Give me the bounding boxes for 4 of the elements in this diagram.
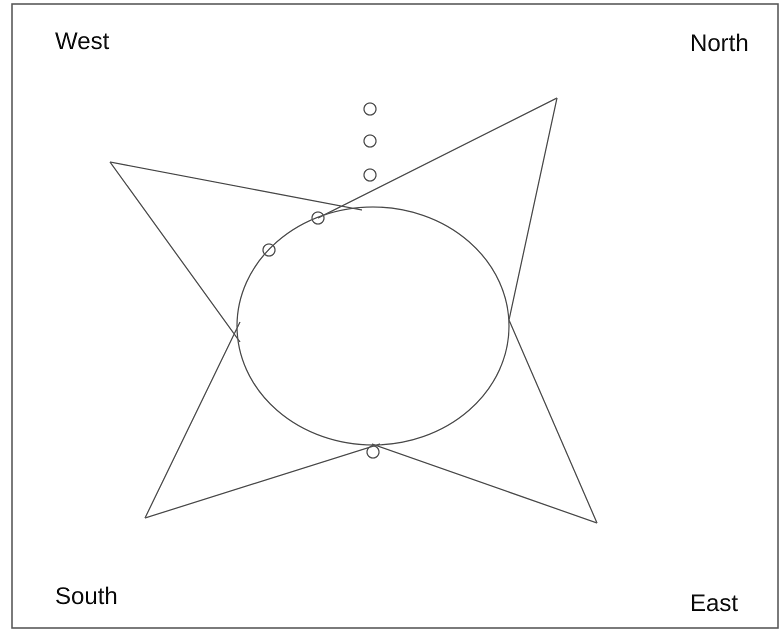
direction-label: East [690,590,738,618]
direction-label: North [690,30,749,58]
direction-label: West [55,28,110,56]
direction-label: South [55,583,118,611]
